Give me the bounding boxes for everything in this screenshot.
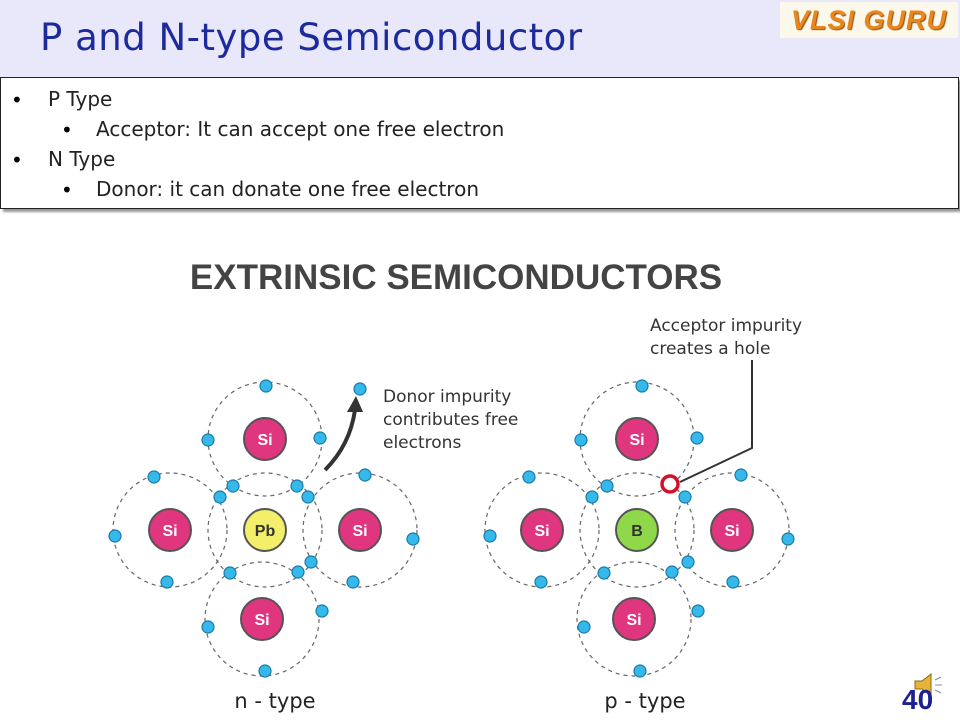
bullet-box: • P Type • Acceptor: It can accept one f… — [0, 77, 959, 209]
bullet-icon: • — [61, 178, 73, 202]
si-atom — [243, 417, 287, 461]
boron-label: B — [631, 523, 643, 540]
electron — [691, 604, 705, 618]
orbit-ring — [302, 472, 418, 588]
donor-annotation-1: Donor impurity — [383, 387, 511, 407]
electron — [574, 433, 588, 447]
bullet-icon: • — [61, 118, 73, 142]
electron — [291, 565, 305, 579]
n-type-label: n - type — [234, 689, 315, 713]
donor-annotation-3: electrons — [383, 433, 461, 453]
electron — [577, 620, 591, 634]
p-type-label: p - type — [604, 689, 685, 713]
electron — [108, 529, 122, 543]
electron — [201, 620, 215, 634]
bullet-icon: • — [11, 148, 23, 172]
electron — [353, 382, 367, 396]
electron — [313, 431, 327, 445]
electron — [678, 490, 692, 504]
electron — [734, 468, 748, 482]
electron — [483, 529, 497, 543]
electron — [600, 479, 614, 493]
bullet-n-type: N Type — [48, 147, 116, 171]
electron — [585, 490, 599, 504]
diagram-heading: EXTRINSIC SEMICONDUCTORS — [190, 258, 722, 297]
electron — [147, 470, 161, 484]
electron — [665, 565, 679, 579]
acceptor-pointer-line — [679, 360, 753, 483]
electron — [633, 664, 647, 678]
bullet-acceptor: Acceptor: It can accept one free electro… — [96, 117, 505, 141]
electron — [635, 379, 649, 393]
electron — [213, 490, 227, 504]
electron — [534, 575, 548, 589]
acceptor-annotation-1: Acceptor impurity — [650, 316, 802, 336]
si-label: Si — [534, 523, 549, 540]
si-label: Si — [254, 612, 269, 629]
boron-atom — [615, 508, 659, 552]
si-atom — [240, 597, 284, 641]
electron — [690, 431, 704, 445]
si-atom — [148, 508, 192, 552]
bullet-donor: Donor: it can donate one free electron — [96, 177, 479, 201]
electron — [226, 479, 240, 493]
electron — [781, 532, 795, 546]
si-label: Si — [629, 432, 644, 449]
electron — [258, 664, 272, 678]
si-atom — [710, 508, 754, 552]
electron — [290, 479, 304, 493]
pb-label: Pb — [255, 523, 276, 540]
orbit-ring — [579, 472, 695, 588]
electron — [223, 566, 237, 580]
bullet-p-type: P Type — [48, 87, 113, 111]
orbit-ring — [207, 472, 323, 588]
pb-atom — [243, 508, 287, 552]
si-atom — [612, 597, 656, 641]
si-atom — [615, 417, 659, 461]
page-number: 40 — [902, 684, 934, 715]
bullet-icon: • — [11, 88, 23, 112]
electron — [301, 490, 315, 504]
orbit-ring — [576, 561, 692, 677]
electron — [726, 575, 740, 589]
acceptor-annotation-2: creates a hole — [650, 339, 770, 359]
si-atom — [520, 508, 564, 552]
vlsi-guru-logo: VLSI GURU — [780, 2, 958, 38]
si-label: Si — [724, 523, 739, 540]
electron — [522, 470, 536, 484]
electron — [259, 379, 273, 393]
electron — [346, 575, 360, 589]
electron — [406, 532, 420, 546]
slide-title: P and N-type Semiconductor — [40, 16, 583, 59]
donor-annotation-2: contributes free — [383, 410, 518, 430]
arrow-head-icon — [347, 396, 363, 412]
electron — [358, 468, 372, 482]
electron — [315, 604, 329, 618]
electron — [597, 566, 611, 580]
electron — [160, 575, 174, 589]
electron — [201, 433, 215, 447]
donor-arrow — [323, 409, 357, 472]
electron — [304, 555, 318, 569]
si-label: Si — [626, 612, 641, 629]
electron — [681, 555, 695, 569]
hole — [660, 474, 680, 494]
si-label: Si — [162, 523, 177, 540]
si-label: Si — [352, 523, 367, 540]
si-atom — [338, 508, 382, 552]
si-label: Si — [257, 432, 272, 449]
